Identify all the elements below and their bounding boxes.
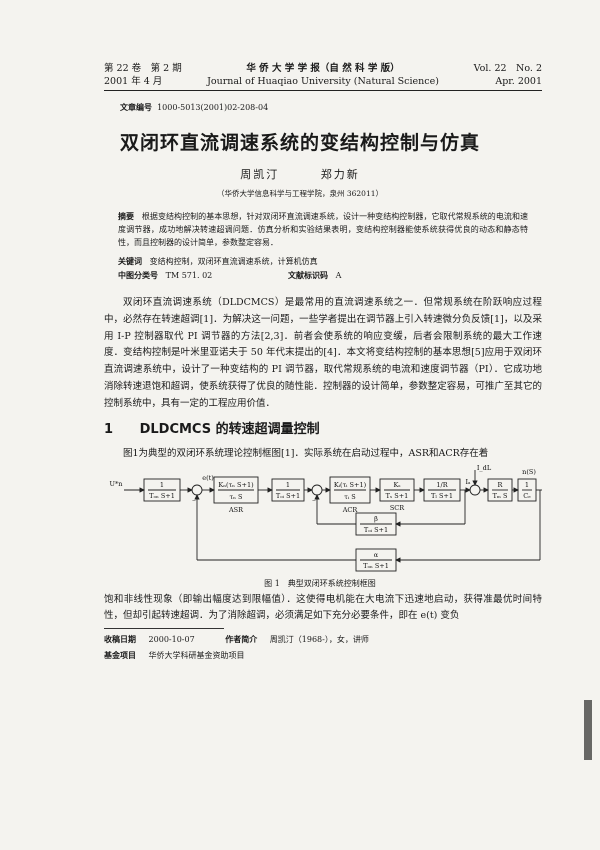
scan-edge-mark: [584, 700, 592, 760]
block-diagram: U*n 1 Tₒₙ S+1 Kₙ(τₙ S+1) τₙ S ASR e(t) 1…: [104, 462, 542, 577]
section-paragraph: 图1为典型的双闭环系统理论控制框图[1]．实际系统在启动过程中，ASR和ACR存…: [123, 448, 489, 459]
scr-den: Tₛ S+1: [386, 492, 409, 500]
issue-date: 2001 年 4 月: [104, 76, 163, 87]
author-name: 郑力新: [320, 168, 360, 181]
author-intro: 周凯汀（1968-），女，讲师: [269, 635, 369, 644]
header-rule: [104, 90, 542, 91]
load-sum-junction: [469, 484, 481, 496]
doc-code-label: 文献标识码: [288, 270, 328, 280]
acr-num: Kᵢ(τᵢ S+1): [334, 481, 367, 489]
block3-den: Tₒᵢ S+1: [276, 492, 300, 500]
fund-text: 华侨大学科研基金资助项目: [148, 651, 245, 660]
ce-den: Cₑ: [523, 492, 531, 500]
article-number-value: 1000-5013(2001)02-208-04: [157, 103, 269, 112]
abstract: 摘要 根据变结构控制的基本思想，针对双闭环直流调速系统，设计一种变结构控制器，它…: [118, 210, 528, 249]
footnote-fund: 基金项目 华侨大学科研基金资助项目: [104, 650, 245, 661]
motor-den: Tₗ S+1: [431, 492, 453, 500]
affiliation: （华侨大学信息科学与工程学院，泉州 362011）: [216, 189, 383, 198]
author-name: 周凯汀: [240, 168, 280, 181]
abstract-label: 摘要: [118, 212, 135, 221]
fbn-num: α: [374, 551, 379, 559]
sign-minus: −: [312, 498, 316, 504]
id-label: Iₐ: [465, 478, 471, 486]
sign-minus: −: [192, 498, 196, 504]
fbi-den: Tₒᵢ S+1: [364, 526, 388, 534]
block1-den: Tₒₙ S+1: [149, 492, 175, 500]
journal-name-en: Journal of Huaqiao University (Natural S…: [207, 76, 439, 87]
acr-label: ACR: [342, 506, 359, 514]
section-number: 1: [104, 422, 114, 437]
acr-den: τᵢ S: [344, 493, 355, 501]
et-label: e(t): [202, 474, 214, 482]
block-diagram-svg: U*n 1 Tₒₙ S+1 Kₙ(τₙ S+1) τₙ S ASR e(t) 1…: [110, 464, 542, 572]
body-paragraph: 饱和非线性现象（即输出幅度达到限幅值）．这使得电机能在大电流下迅速地启动，获得准…: [104, 594, 542, 621]
block1-num: 1: [160, 481, 164, 489]
block3-num: 1: [286, 481, 290, 489]
fund-label: 基金项目: [104, 651, 136, 660]
doc-code-value: A: [335, 271, 342, 280]
asr-label: ASR: [228, 506, 244, 514]
journal-name-cn: 华 侨 大 学 学 报（自 然 科 学 版）: [246, 63, 400, 74]
keywords: 关键词 变结构控制，双闭环直流调速系统，计算机仿真: [118, 256, 318, 267]
clc-value: TM 571. 02: [165, 271, 213, 280]
speed-sum-junction: [191, 484, 203, 496]
input-label: U*n: [110, 480, 123, 488]
running-header: 第 22 卷 第 2 期 华 侨 大 学 学 报（自 然 科 学 版） Vol.…: [104, 62, 542, 88]
volume-issue: 第 22 卷 第 2 期: [104, 63, 182, 74]
received-date: 2000-10-07: [148, 635, 195, 644]
scr-num: Kₛ: [393, 481, 400, 489]
clc-label: 中图分类号: [118, 270, 158, 280]
fbn-den: Tₒₙ S+1: [363, 562, 389, 570]
paper-title: 双闭环直流调速系统的变结构控制与仿真: [119, 132, 480, 154]
author-list: 周凯汀 郑力新: [0, 166, 600, 182]
keywords-label: 关键词: [118, 256, 142, 266]
section-heading: 1 DLDCMCS 的转速超调量控制: [104, 418, 320, 437]
asr-num: Kₙ(τₙ S+1): [218, 481, 254, 489]
abstract-text: 根据变结构控制的基本思想，针对双闭环直流调速系统，设计一种变结构控制器，它取代常…: [118, 212, 528, 247]
keywords-text: 变结构控制，双闭环直流调速系统，计算机仿真: [149, 257, 318, 266]
section-title: DLDCMCS 的转速超调量控制: [139, 422, 320, 437]
idl-label: I_dL: [477, 464, 492, 472]
fbi-num: β: [374, 515, 378, 523]
article-number-label: 文章编号: [120, 102, 152, 112]
intro-paragraph: 双闭环直流调速系统（DLDCMCS）是最常用的直流调速系统之一．但常规系统在阶跃…: [104, 297, 542, 409]
article-number: 文章编号 1000-5013(2001)02-208-04: [120, 102, 268, 113]
footnote-received: 收稿日期 2000-10-07 作者简介 周凯汀（1968-），女，讲师: [104, 634, 369, 645]
asr-den: τₙ S: [230, 493, 243, 501]
issue-date-en: Apr. 2001: [495, 76, 542, 87]
ce-num: 1: [525, 481, 529, 489]
scr-label: SCR: [390, 504, 405, 512]
author-intro-label: 作者简介: [225, 635, 258, 644]
current-sum-junction: [311, 484, 323, 496]
motor-num: 1/R: [436, 481, 448, 489]
volume-issue-en: Vol. 22 No. 2: [473, 63, 542, 74]
received-label: 收稿日期: [104, 635, 136, 644]
classification-line: 中图分类号 TM 571. 02 文献标识码 A: [118, 270, 538, 281]
rtm-num: R: [498, 481, 504, 489]
output-label: n(S): [522, 468, 536, 476]
figure-caption: 图 1 典型双闭环系统控制框图: [264, 579, 376, 588]
rtm-den: Tₘ S: [493, 492, 508, 500]
footnote-rule: [104, 628, 224, 629]
